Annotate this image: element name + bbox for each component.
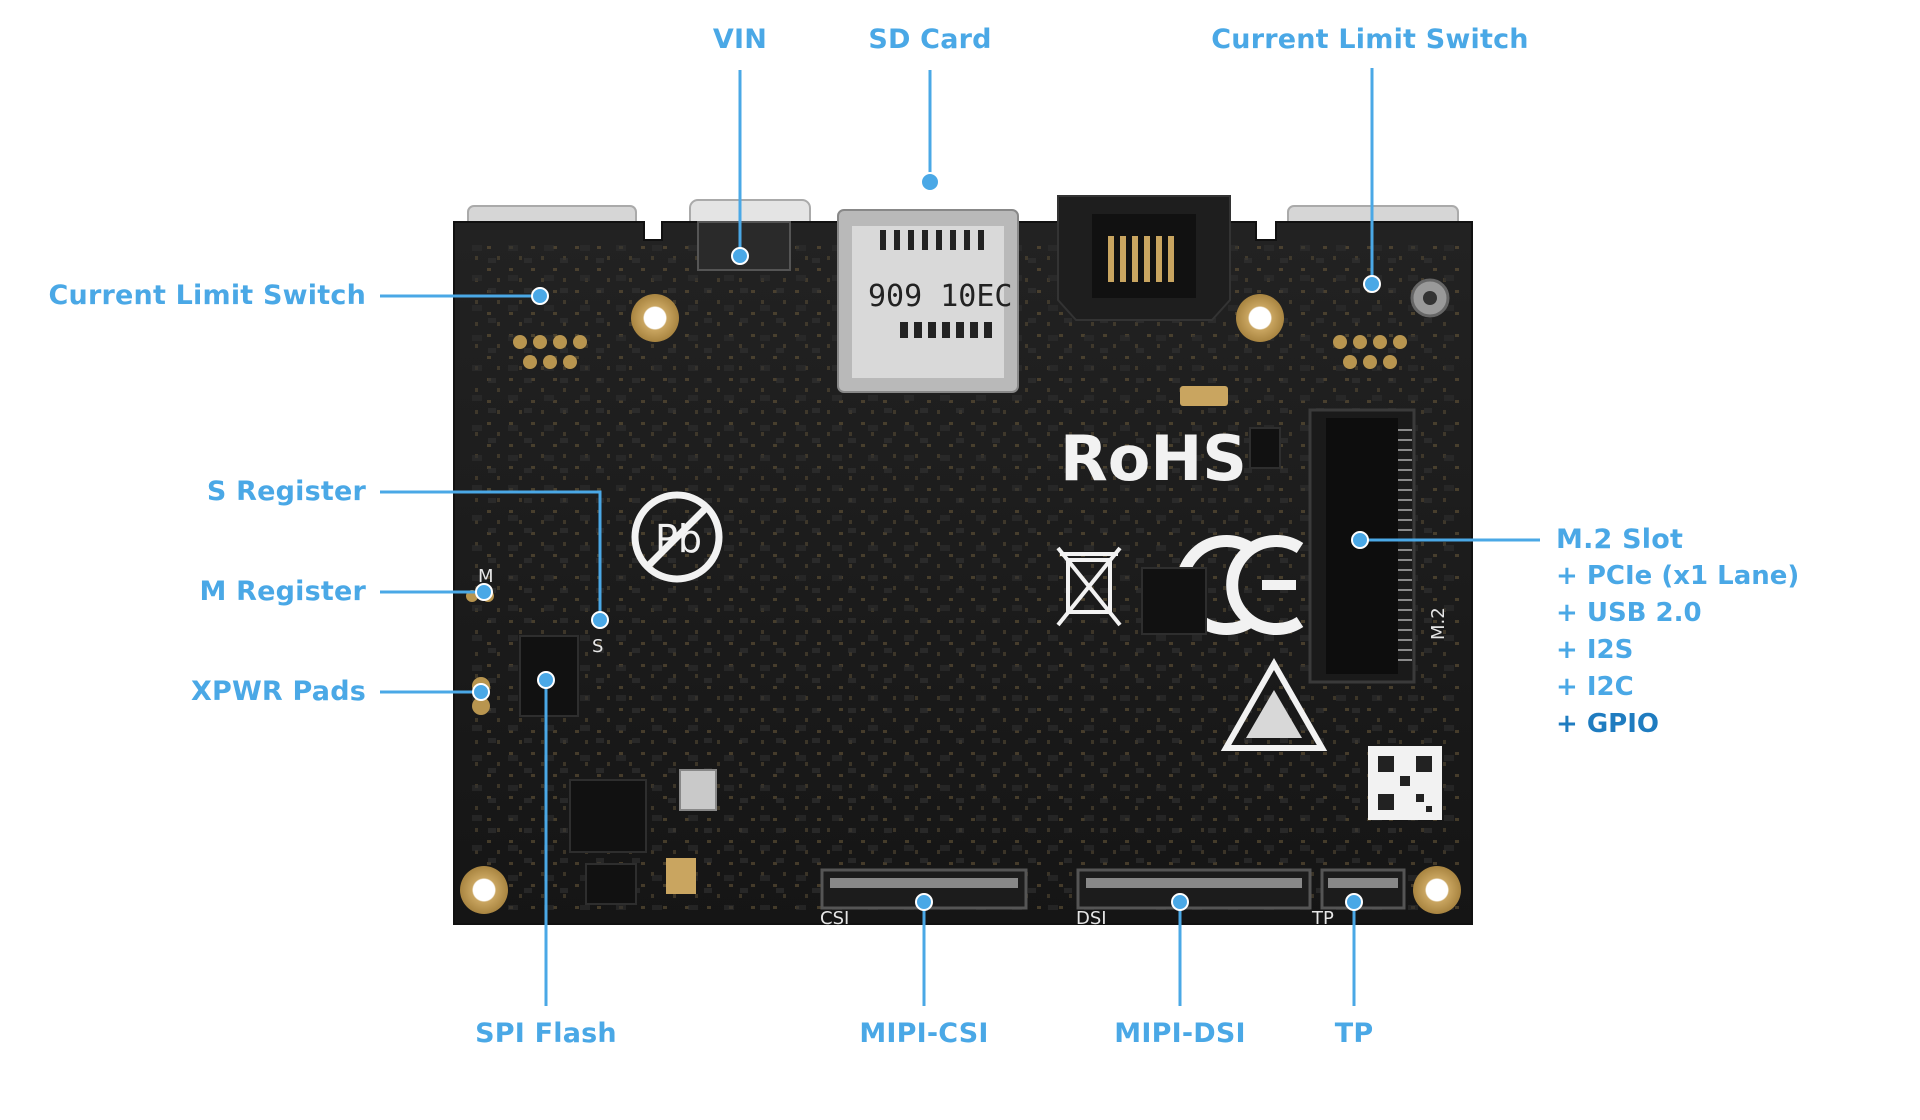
leader-dots xyxy=(472,172,1381,911)
callout-m2-slot: M.2 Slot xyxy=(1556,524,1684,555)
svg-text:M.2: M.2 xyxy=(1428,607,1449,640)
callout-current-limit-left: Current Limit Switch xyxy=(48,280,366,311)
callout-vin: VIN xyxy=(712,24,768,55)
callout-s-register: S Register xyxy=(206,476,366,507)
svg-text:TP: TP xyxy=(1311,908,1334,929)
m2-feature-gpio: + GPIO xyxy=(1556,709,1660,739)
sd-marking: 909 10EC xyxy=(868,279,1013,314)
callout-spi-flash: SPI Flash xyxy=(475,1018,617,1049)
sd-card-slot: 909 10EC xyxy=(837,209,1019,393)
rohs-mark: RoHS xyxy=(1060,422,1247,495)
qr-sticker xyxy=(1368,746,1442,820)
pb-free-symbol: Pb xyxy=(631,491,723,583)
svg-text:DSI: DSI xyxy=(1076,908,1107,929)
ethernet-jack xyxy=(1057,195,1231,321)
callout-tp: TP xyxy=(1334,1018,1374,1049)
m2-feature-usb: + USB 2.0 xyxy=(1556,598,1702,628)
callout-mipi-dsi: MIPI-DSI xyxy=(1114,1018,1246,1049)
svg-text:M: M xyxy=(478,566,494,587)
m2-feature-pcie: + PCIe (x1 Lane) xyxy=(1556,561,1800,591)
callout-xpwr-pads: XPWR Pads xyxy=(190,676,366,707)
weee-symbol xyxy=(1056,546,1122,627)
callout-sd-card: SD Card xyxy=(868,24,992,55)
svg-text:CSI: CSI xyxy=(820,908,849,929)
m2-feature-i2s: + I2S xyxy=(1556,635,1634,665)
mounting-holes xyxy=(460,278,1461,914)
callout-current-limit-top: Current Limit Switch xyxy=(1211,24,1529,55)
callout-m-register: M Register xyxy=(199,576,366,607)
svg-text:Pb: Pb xyxy=(655,517,702,561)
ribbon-connectors xyxy=(820,868,1406,910)
m2-feature-i2c: + I2C xyxy=(1556,672,1634,702)
chips xyxy=(519,427,1281,905)
svg-text:S: S xyxy=(592,636,603,657)
m2-slot: M.2 xyxy=(1308,408,1449,684)
leader-lines xyxy=(380,68,1540,1006)
callout-mipi-csi: MIPI-CSI xyxy=(859,1018,989,1049)
esd-symbol xyxy=(1220,657,1328,751)
